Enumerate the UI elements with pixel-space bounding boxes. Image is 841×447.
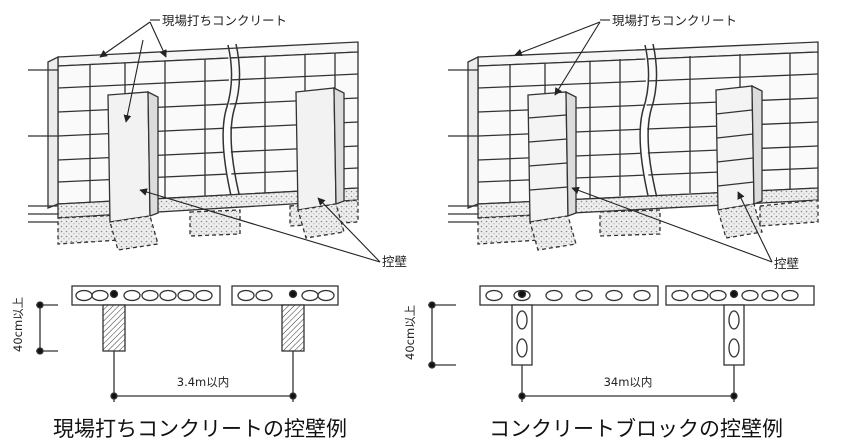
left-height-dimension-label: 40cm以上 (11, 297, 25, 352)
right-spacing-dimension-label: 34m以内 (604, 375, 653, 389)
left-leader-lines (99, 19, 381, 263)
right-caption: コンクリートブロックの控壁例 (489, 417, 783, 441)
left-wall-3d (28, 41, 359, 251)
right-top-concrete-label: 現場打ちコンクリート (612, 13, 737, 28)
left-buttress-label: 控壁 (382, 254, 407, 269)
right-height-dimension-label: 40cm以上 (403, 305, 417, 360)
right-plan (428, 285, 815, 402)
left-top-concrete-label: 現場打ちコンクリート (162, 13, 287, 28)
left-caption: 現場打ちコンクリートの控壁例 (53, 417, 347, 441)
left-spacing-dimension-label: 3.4m以内 (177, 375, 230, 389)
left-plan (36, 285, 339, 402)
right-buttress-label: 控壁 (774, 256, 799, 271)
right-leader-lines (514, 19, 773, 263)
right-wall-3d (448, 41, 819, 251)
